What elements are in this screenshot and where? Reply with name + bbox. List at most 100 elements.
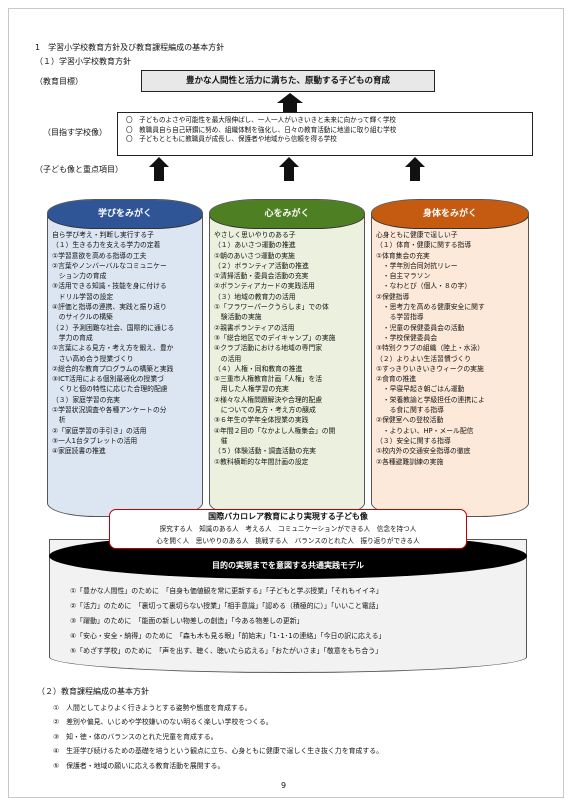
- list-item: のサイクルの構築: [52, 313, 113, 322]
- list-item: の活用: [214, 354, 242, 363]
- list-item: 析: [52, 416, 66, 425]
- column-heart: 心をみがく やさしく思いやりのある子 （１）あいさつ運動の推進 ①朝のあいさつ運…: [209, 199, 365, 517]
- list-item: （３）安全に関する指導: [376, 436, 451, 445]
- list-item: る食に関する指導: [376, 406, 444, 415]
- column-title: 学びをみがく: [48, 200, 202, 229]
- policy-item: ③ 知・徳・体のバランスのとれた児童を育成する。: [53, 732, 218, 741]
- list-item: ・早寝早起き朝ごはん運動: [376, 385, 465, 394]
- column-items: やさしく思いやりのある子 （１）あいさつ運動の推進 ①朝のあいさつ運動の実施 （…: [214, 230, 362, 467]
- list-item: 催: [214, 436, 228, 445]
- list-item: ③特別クラブの組織（陸上・水泳）: [376, 344, 485, 353]
- list-item: ・学校保健委員会: [376, 333, 438, 342]
- up-arrow-icon: [405, 157, 425, 167]
- list-item: ④評価と指導の連携、実践と振り返り: [52, 303, 167, 312]
- column-learning: 学びをみがく 自ら学び考え・判断し実行する子 （１）生きる力を支える学力の定着 …: [47, 199, 203, 517]
- list-item: ・自主マラソン: [376, 272, 431, 281]
- page: 1 学習小学校教育方針及び教育課程編成の基本方針 （１）学習小学校教育方針 （教…: [8, 8, 564, 798]
- list-item: ・児童の保健委員会の活動: [376, 323, 465, 332]
- list-item: ①教科横断的な年間計画の設定: [214, 457, 309, 466]
- list-item: ・栄養教諭と学級担任の連携によ: [376, 395, 485, 404]
- list-item: 学力の育成: [52, 333, 93, 342]
- policy-item: ④ 生涯学び続けるための基礎を培うという観点に立ち、心身ともに健康で逞しく生き抜…: [53, 747, 384, 756]
- model-items: ①「豊かな人間性」のために 「自身も価値観を常に更新する」「子どもと学ぶ授業」「…: [70, 584, 385, 659]
- list-item: ②保健指導: [376, 292, 410, 301]
- list-item: （３）地域の教育力の活用: [214, 292, 296, 301]
- list-item: （４）人権・同和教育の推進: [214, 364, 303, 373]
- list-item: （２）ボランティア活動の推進: [214, 261, 309, 270]
- list-item: ④クラブ活動における地域の専門家: [214, 344, 323, 353]
- list-item: （３）家庭学習の充実: [52, 395, 120, 404]
- list-item: ①三重市人権教育計画「人権」を活: [214, 375, 323, 384]
- list-item: ④年間２回の「なかよし人権集会」の開: [214, 426, 336, 435]
- list-item: ①「フラワーパークうらしま」での体: [214, 303, 329, 312]
- list-item: 心身ともに健康で逞しい子: [376, 231, 458, 239]
- column-title: 身体をみがく: [372, 200, 528, 229]
- column-items: 心身ともに健康で逞しい子 （１）体育・健康に関する指導 ①体育集会の充実 ・学年…: [376, 230, 526, 467]
- list-item: ②各種避難訓練の実施: [376, 457, 444, 466]
- list-item: ①朝のあいさつ運動の実施: [214, 251, 295, 260]
- list-item: （１）体育・健康に関する指導: [376, 241, 472, 250]
- list-item: ③一人1台タブレットの活用: [52, 436, 138, 445]
- column-title: 心をみがく: [210, 200, 364, 229]
- list-item: ②食育の推進: [376, 375, 417, 384]
- list-item: る学習指導: [376, 313, 424, 322]
- list-item: （５）体験活動・調査活動の充実: [214, 447, 316, 456]
- model-item: ⑤「めざす学校」のために 「声を出す、聴く、聴いたら応える」「おたがいさま」「敬…: [70, 647, 383, 655]
- policy-item: ② 差別や偏見、いじめや学校嫌いのない明るく楽しい学校をつくる。: [53, 718, 273, 727]
- model-title: 目的の実現までを意図する共通実践モデル: [212, 561, 364, 570]
- child-label: （子ども像と重点項目）: [35, 165, 123, 174]
- list-item: ション力の育成: [52, 272, 107, 281]
- list-item: ②言葉やノンバーバルなコミュニケー: [52, 261, 167, 270]
- list-item: ③活用できる知識・技能を身に付ける: [52, 282, 167, 291]
- list-item: やさしく思いやりのある子: [214, 231, 296, 239]
- list-item: ①学習意欲を高める指導の工夫: [52, 251, 147, 260]
- arrow-stem: [284, 167, 294, 181]
- list-item: ①言葉による見方・考え方を鍛え、豊か: [52, 344, 174, 353]
- list-item: （１）あいさつ運動の推進: [214, 241, 296, 250]
- subsection-heading-2: （２）教育課程編成の基本方針: [37, 687, 149, 696]
- list-item: ・学年別合同対抗リレー: [376, 261, 458, 270]
- list-item: さい高め合う授業づくり: [52, 354, 134, 363]
- list-item: ②保健室への登校活動: [376, 416, 444, 425]
- list-item: ①学習状況調査や各種アンケートの分: [52, 406, 167, 415]
- policy-list: ① 人間としてよりよく行きようとする姿勢や態度を育成する。 ② 差別や偏見、いじ…: [53, 701, 383, 773]
- section-heading: 1 学習小学校教育方針及び教育課程編成の基本方針: [35, 43, 225, 52]
- list-item: 自ら学び考え・判断し実行する子: [52, 231, 154, 239]
- up-arrow-icon: [149, 157, 169, 167]
- model-item: ②「活力」のために 「裏切って裏切らない授業」「相手意識」「認める（積極的に）」…: [70, 602, 383, 610]
- list-item: ・よりよい、HP・メール配信: [376, 426, 474, 435]
- arrow-stem: [283, 103, 297, 112]
- up-arrow-icon: [277, 93, 303, 103]
- school-label: （目指す学校像）: [43, 128, 107, 137]
- list-item: ③「総合地区でのデイキャンプ」の実施: [214, 333, 336, 342]
- goal-box: 豊かな人間性と活力に満ちた、原動する子どもの育成: [141, 70, 435, 92]
- goal-label: （教育目標）: [35, 77, 83, 86]
- list-item: ・なわとび（個人・８の字）: [376, 282, 472, 291]
- policy-item: ① 人間としてよりよく行きようとする姿勢や態度を育成する。: [53, 704, 252, 712]
- policy-item: ⑤ 保護者・地域の願いに応える教育活動を展開する。: [53, 761, 225, 770]
- list-item: ①体育集会の充実: [376, 251, 430, 260]
- arrow-stem: [410, 167, 420, 181]
- list-item: ④家庭読書の推進: [52, 447, 106, 456]
- list-item: ②ボランティアカードの実践活用: [214, 282, 315, 291]
- list-item: ドリル学習の設定: [52, 292, 114, 301]
- list-item: ・思考力を高める健康安全に関す: [376, 303, 485, 312]
- list-item: 験活動の実施: [214, 313, 262, 322]
- model-item: ③「躍動」のために 「能面の新しい物差しの創造」「今ある物差しの更新」: [70, 617, 304, 625]
- list-item: （２）予測困難な社会、国際的に通じる: [52, 323, 175, 332]
- ib-title: 国際バカロレア教育により実現する子ども像: [208, 512, 368, 521]
- list-item: 用した人権学習の充実: [214, 385, 289, 394]
- list-item: ②総合的な教育プログラムの構築と実践: [52, 364, 174, 373]
- list-item: ③ICT活用による個別最適化の授業づ: [52, 375, 164, 384]
- arrow-stem: [154, 167, 164, 181]
- list-item: ②「家庭学習の手引き」の活用: [52, 426, 147, 435]
- list-item: くりと個の特性に応じた合理的配慮: [52, 385, 168, 394]
- column-items: 自ら学び考え・判断し実行する子 （１）生きる力を支える学力の定着 ①学習意欲を高…: [52, 230, 200, 457]
- list-item: （２）よりよい生活習慣づくり: [376, 354, 472, 363]
- up-arrow-icon: [279, 157, 299, 167]
- list-item: ②様々な人権問題解決や合理的配慮: [214, 395, 323, 404]
- model-item: ①「豊かな人間性」のために 「自身も価値観を常に更新する」「子どもと学ぶ授業」「…: [70, 587, 383, 595]
- school-item: 〇 教職員自ら自己研鑽に努め、組織体制を強化し、日々の教育活動に地道に取り組む学…: [126, 125, 397, 134]
- school-item: 〇 子どものよさや可能性を最大限伸ばし、一人一人がいきいきと未来に向かって輝く学…: [126, 116, 397, 124]
- ib-row-1: 探究する人 知識のある人 考える人 コミュニケーションができる人 信念を持つ人: [159, 525, 417, 533]
